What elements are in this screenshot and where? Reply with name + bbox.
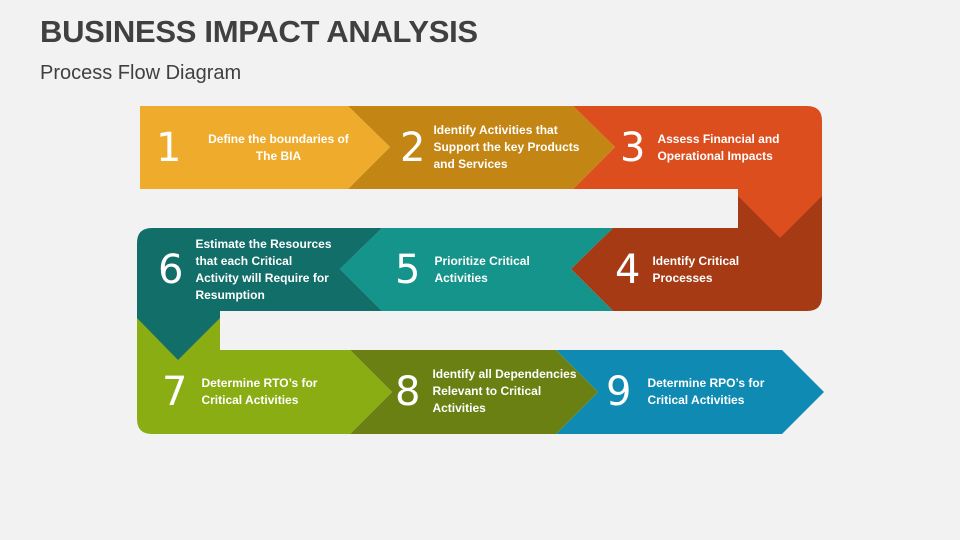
step-7-number: 7 xyxy=(162,368,188,415)
step-8-number: 8 xyxy=(395,368,421,415)
step-8-shape xyxy=(350,350,598,434)
page-subtitle: Process Flow Diagram xyxy=(40,62,242,84)
page-title: BUSINESS IMPACT ANALYSIS xyxy=(40,14,478,49)
step-7-shape xyxy=(137,318,392,434)
step-6-label: Estimate the Resources that each Critica… xyxy=(195,236,332,302)
step-3-label: Assess Financial and Operational Impacts xyxy=(657,131,780,163)
step-5: 5 Prioritize Critical Activities xyxy=(395,228,585,311)
step-5-label: Prioritize Critical Activities xyxy=(434,253,530,285)
step-4-label: Identify Critical Processes xyxy=(652,253,740,285)
step-1: 1 Define the boundaries of The BIA xyxy=(156,106,366,189)
step-1-label: Define the boundaries of The BIA xyxy=(208,131,349,163)
step-2-label: Identify Activities that Support the key… xyxy=(433,123,580,171)
step-8: 8 Identify all Dependencies Relevant to … xyxy=(395,350,585,433)
step-9-label: Determine RPO’s for Critical Activities xyxy=(647,375,765,407)
step-7-label: Determine RTO’s for Critical Activities xyxy=(201,375,318,407)
step-4-shape xyxy=(571,196,822,311)
step-1-shape xyxy=(140,106,390,189)
step-5-shape xyxy=(340,228,613,311)
step-3: 3 Assess Financial and Operational Impac… xyxy=(620,106,810,189)
step-9-number: 9 xyxy=(606,368,632,415)
step-9: 9 Determine RPO’s for Critical Activitie… xyxy=(606,350,796,433)
step-3-number: 3 xyxy=(620,124,646,171)
step-7: 7 Determine RTO’s for Critical Activitie… xyxy=(162,350,352,433)
step-2-number: 2 xyxy=(400,124,426,171)
step-5-number: 5 xyxy=(395,246,421,293)
step-3-shape xyxy=(573,106,822,238)
step-8-label: Identify all Dependencies Relevant to Cr… xyxy=(432,367,577,415)
step-4: 4 Identify Critical Processes xyxy=(615,228,805,311)
step-6: 6 Estimate the Resources that each Criti… xyxy=(158,228,358,311)
step-2: 2 Identify Activities that Support the k… xyxy=(400,106,590,189)
step-9-shape xyxy=(556,350,824,434)
step-4-number: 4 xyxy=(615,246,641,293)
step-6-shape xyxy=(137,228,382,360)
step-2-shape xyxy=(348,106,615,189)
step-1-number: 1 xyxy=(156,124,182,171)
step-6-number: 6 xyxy=(158,246,184,293)
